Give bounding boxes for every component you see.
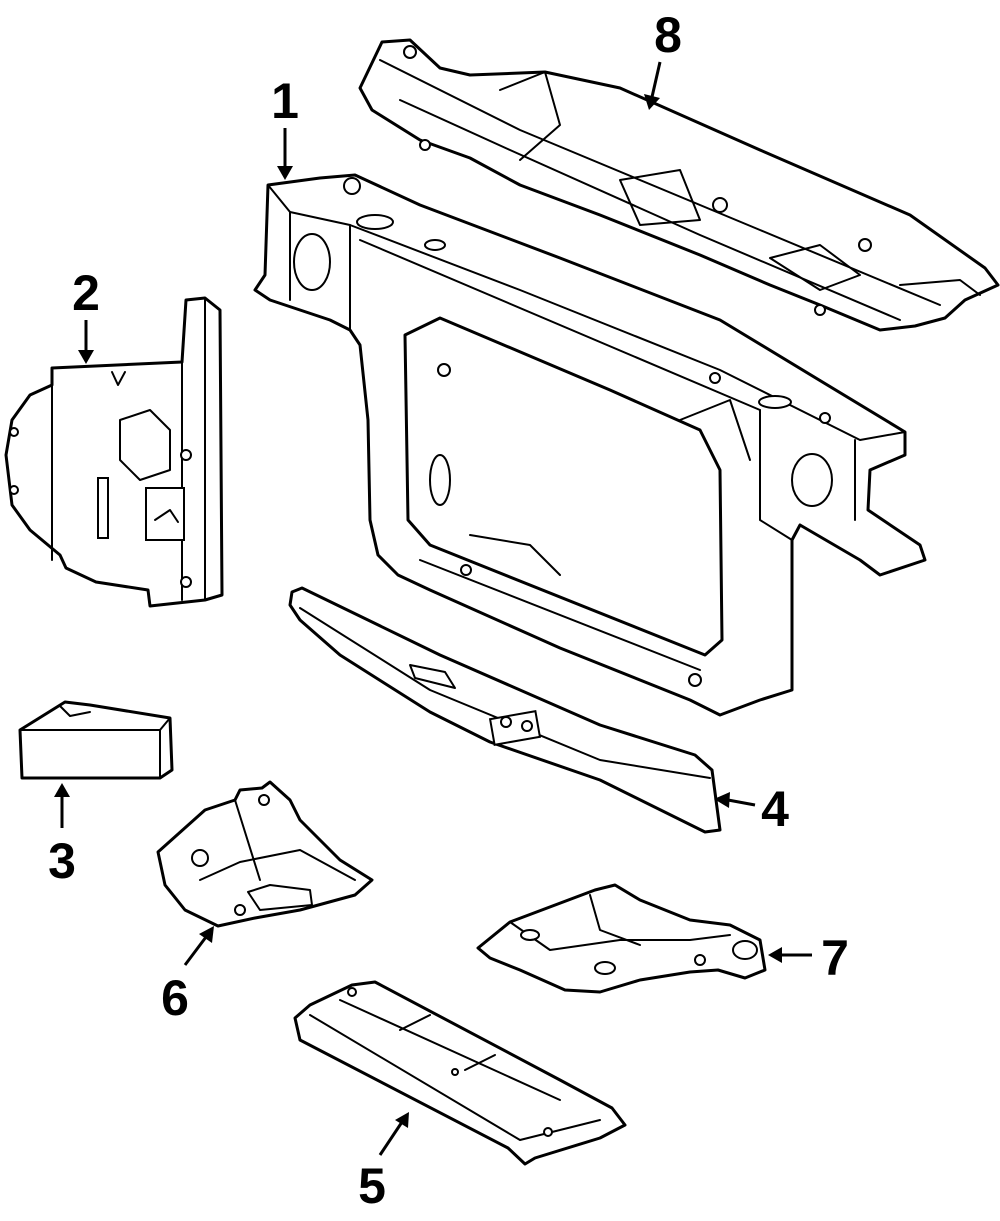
part-6-left-shield (156, 780, 374, 928)
callout-1: 1 (271, 73, 299, 129)
leader-6 (183, 926, 214, 966)
callout-7: 7 (821, 930, 849, 986)
callout-4: 4 (761, 781, 789, 837)
part-4-lower-tie-bar (288, 586, 722, 834)
callout-5: 5 (358, 1158, 386, 1214)
callout-6: 6 (161, 970, 189, 1026)
part-3-bracket (18, 700, 174, 780)
part-2-side-panel (4, 296, 224, 608)
leader-5 (378, 1112, 409, 1156)
callout-2: 2 (72, 265, 100, 321)
part-8-radiator-cover (358, 38, 1000, 332)
part-7-right-shield (476, 883, 767, 994)
callout-8: 8 (654, 7, 682, 63)
leader-2 (78, 320, 94, 364)
leader-4 (714, 792, 756, 808)
leader-1 (277, 128, 293, 180)
leader-3 (54, 783, 70, 828)
callout-3: 3 (48, 833, 76, 889)
part-1-radiator-support (253, 173, 927, 717)
leader-8 (644, 61, 662, 110)
part-5-lower-shield (293, 980, 627, 1166)
leader-7 (768, 947, 812, 963)
